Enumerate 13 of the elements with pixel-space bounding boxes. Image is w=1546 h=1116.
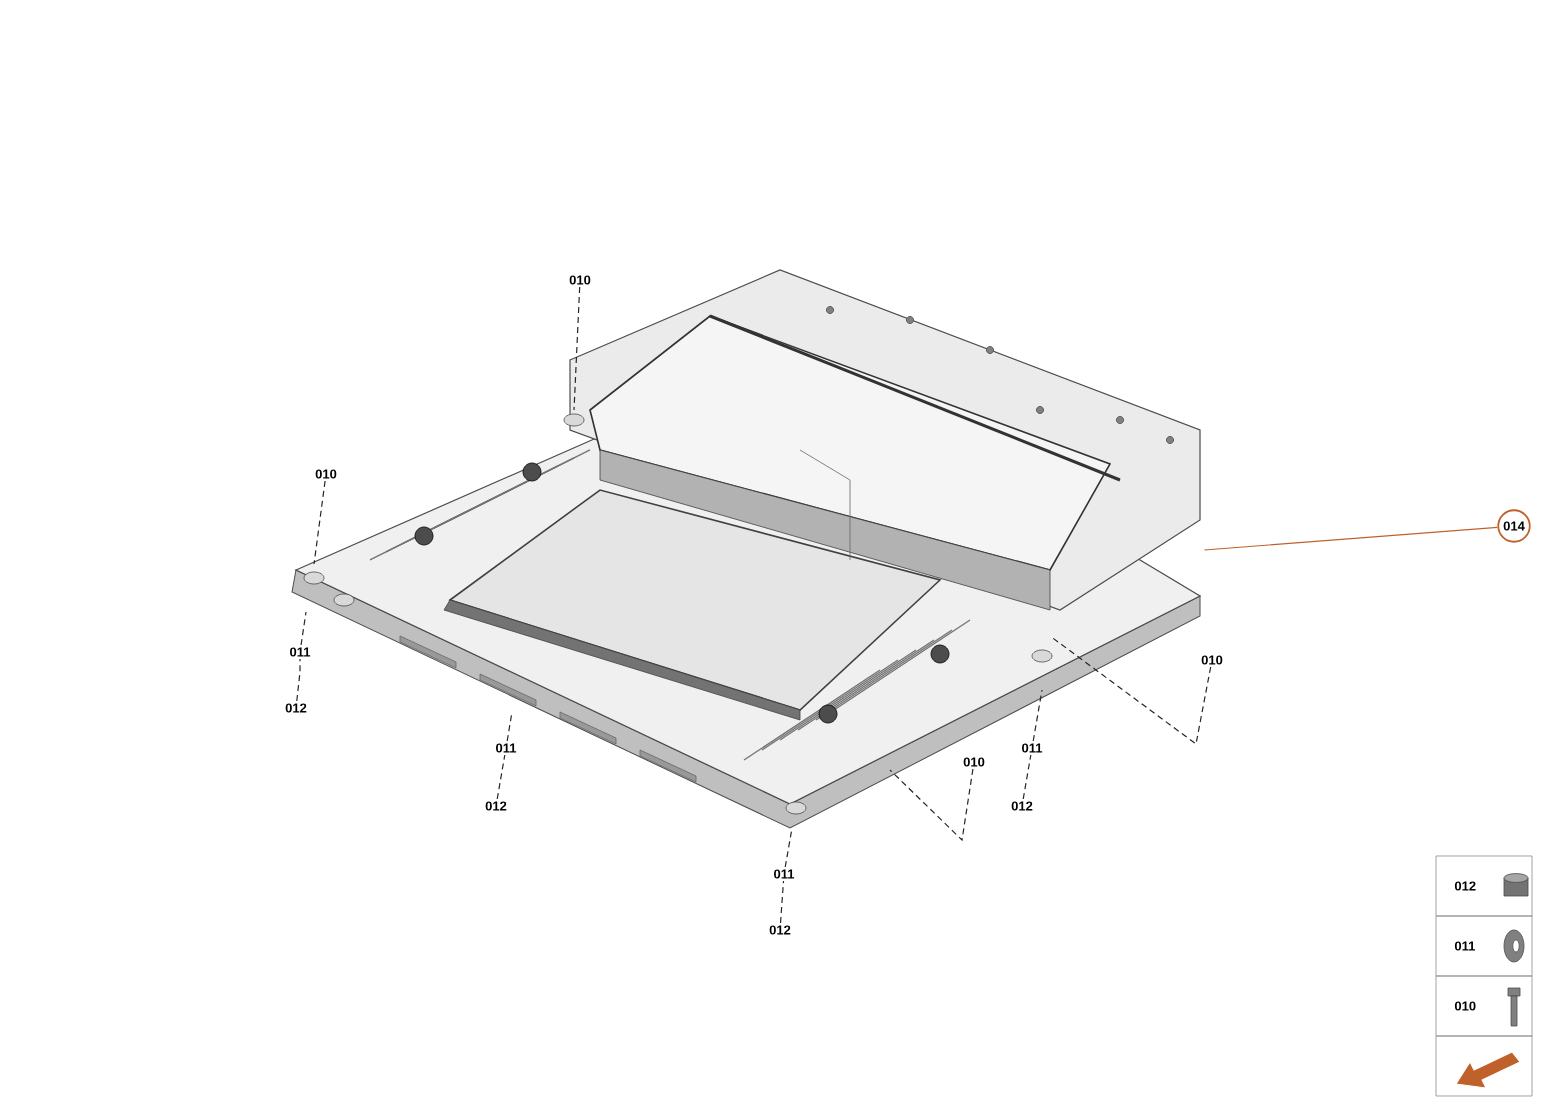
leader-line: [889, 768, 974, 842]
leader-line: [779, 880, 785, 924]
leader-line: [506, 711, 513, 742]
leader-line: [784, 827, 793, 868]
leader-line: [1203, 526, 1498, 551]
leader-line: [300, 611, 307, 646]
leader-line: [313, 480, 326, 565]
leader-line: [1049, 635, 1212, 746]
leader-line: [573, 286, 581, 411]
leader-line: [1022, 754, 1032, 800]
leader-line: [496, 754, 506, 800]
leader-line: [296, 658, 301, 702]
leader-line: [1032, 689, 1043, 742]
